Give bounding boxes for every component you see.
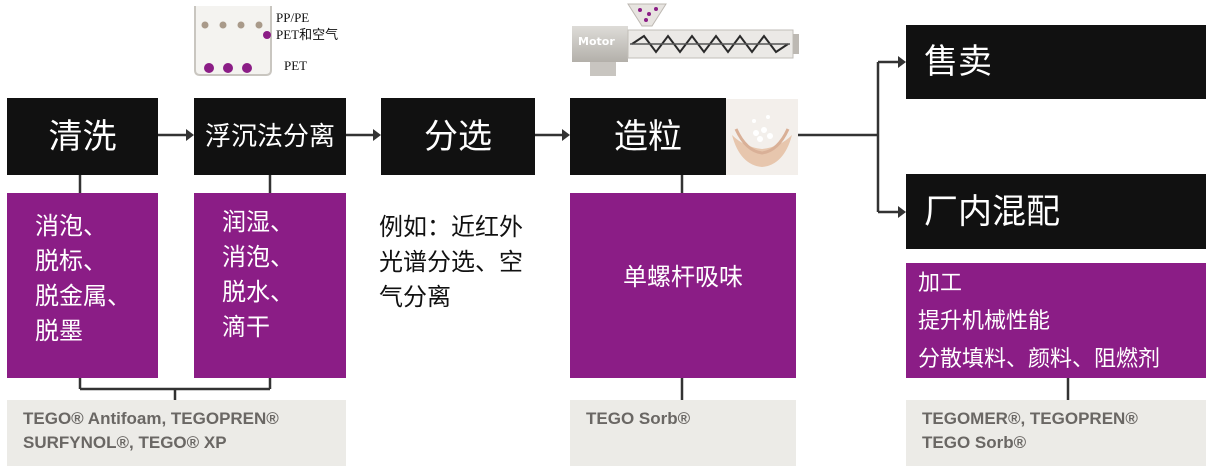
wash-detail-item: 消泡、 [35,212,107,240]
legend-pet: PET [284,58,308,73]
inhouse-detail-item: 分散填料、颜料、阻燃剂 [918,347,1161,372]
arrow-wash-flotation [186,129,194,141]
stage-inhouse-label: 厂内混配 [924,191,1060,232]
products-wash-flotation: TEGO® Antifoam, TEGOPREN® SURFYNOL®, TEG… [7,400,346,466]
products-inhouse: TEGOMER®, TEGOPREN® TEGO Sorb® [906,400,1206,466]
stage-sell-label: 售卖 [924,42,992,82]
sorting-details: 例如：近红外 光谱分选、空 气分离 [379,210,559,315]
product-line: TEGO Sorb® [586,409,691,428]
arrow-to-inhouse [898,206,906,218]
extruder-illustration [570,2,800,78]
arrow-to-sell [898,56,906,68]
stage-sorting-label: 分选 [424,116,492,157]
sorting-detail-line: 气分离 [379,283,451,311]
products-pelletizing: TEGO Sorb® [570,400,796,466]
stage-wash: 清洗 [7,98,158,175]
arrow-flotation-sorting [373,129,381,141]
motor-label: Motor [578,35,615,48]
inhouse-details: 加工 提升机械性能 分散填料、颜料、阻燃剂 [906,263,1206,378]
stage-flotation: 浮沉法分离 [194,98,346,175]
flotation-detail-item: 消泡、 [222,243,294,271]
flotation-detail-item: 滴干 [222,313,270,341]
sorting-detail-line: 例如：近红外 [379,213,523,241]
flotation-beaker [193,4,273,76]
pelletizing-detail-text: 单螺杆吸味 [623,263,743,291]
stage-pelletizing-label: 造粒 [614,116,682,157]
stage-sell: 售卖 [906,25,1206,99]
flotation-details: 润湿、 消泡、 脱水、 滴干 [194,193,346,378]
stage-pelletizing: 造粒 [570,98,726,175]
wash-details: 消泡、 脱标、 脱金属、 脱墨 [7,193,158,378]
product-line: TEGO Sorb® [922,433,1027,452]
legend-pp-pe: PP/PE [276,10,310,25]
flotation-detail-item: 润湿、 [222,208,294,236]
stage-flotation-label: 浮沉法分离 [204,121,335,152]
flotation-detail-item: 脱水、 [222,278,294,306]
stage-wash-label: 清洗 [48,116,117,157]
product-line: TEGO® Antifoam, TEGOPREN® [23,409,279,428]
sorting-detail-line: 光谱分选、空 [379,248,523,276]
inhouse-detail-item: 加工 [918,271,963,296]
legend-pet-air: PET和空气 [276,27,339,42]
wash-detail-item: 脱金属、 [35,282,131,310]
pelletizing-details: 单螺杆吸味 [570,193,796,378]
arrow-sorting-pelletizing [562,129,570,141]
pellets-in-hands-image [726,99,798,175]
product-line: SURFYNOL®, TEGO® XP [23,433,227,452]
wash-detail-item: 脱标、 [35,247,107,275]
stage-sorting: 分选 [381,98,535,175]
inhouse-detail-item: 提升机械性能 [918,309,1051,334]
product-line: TEGOMER®, TEGOPREN® [922,409,1138,428]
stage-inhouse-compounding: 厂内混配 [906,174,1206,249]
wash-detail-item: 脱墨 [35,317,83,345]
